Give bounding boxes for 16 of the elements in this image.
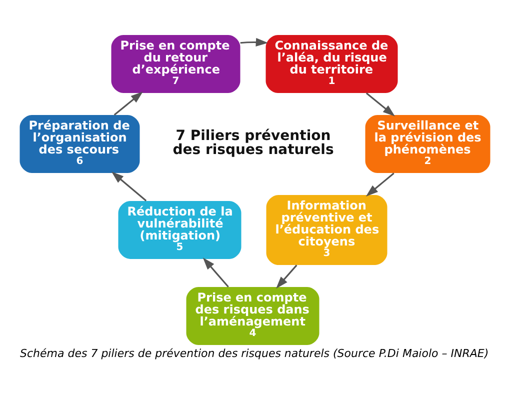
arrow <box>114 92 143 116</box>
arrow <box>366 92 396 116</box>
arrow <box>111 172 147 202</box>
arrow <box>240 38 268 47</box>
node-box: Réduction de la vulnérabilité (mitigation) 5 <box>118 201 242 259</box>
node-box: Surveillance et la prévision des phénomènes 2 <box>365 115 490 173</box>
arrow <box>366 172 394 196</box>
node-box: Préparation de l’organisation des secours 6 <box>20 115 140 173</box>
node-box: Information préventive et l’éducation des citoyens 3 <box>266 195 388 265</box>
arrow <box>202 258 229 288</box>
node-box: Prise en compte des risques dans l’aménagement 4 <box>186 287 320 345</box>
node-box: Prise en compte du retour d’expérience 7 <box>111 35 240 93</box>
diagram-title: 7 Piliers prévention des risques naturels <box>172 128 334 158</box>
node-box: Connaissance de l’aléa, du risque du territoire 1 <box>266 35 398 93</box>
arrow <box>276 264 298 289</box>
caption: Schéma des 7 piliers de prévention des risques naturels (Source P.Di Maiolo – INRAE) <box>20 346 489 360</box>
